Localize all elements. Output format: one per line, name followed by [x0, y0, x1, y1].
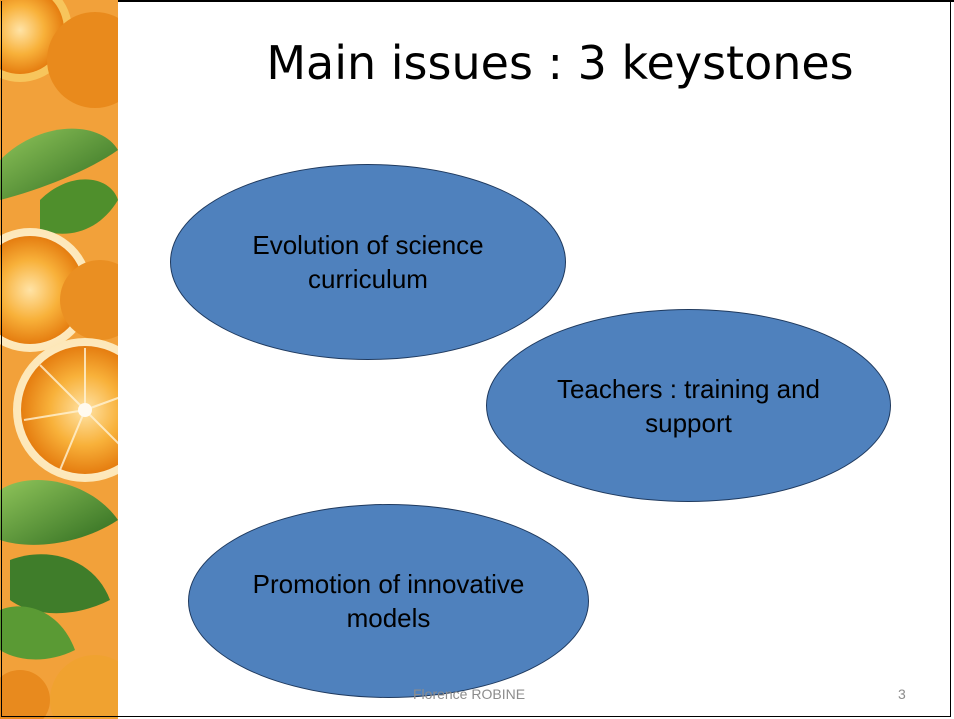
- slide-top-border: [0, 0, 954, 2]
- slide-title: Main issues : 3 keystones: [266, 36, 854, 90]
- slide-number: 3: [898, 686, 906, 702]
- keystone-ellipse-teachers: Teachers : training and support: [486, 309, 891, 502]
- keystone-label-teachers: Teachers : training and support: [556, 373, 821, 438]
- keystone-ellipse-innovation: Promotion of innovative models: [188, 504, 589, 698]
- keystone-label-innovation: Promotion of innovative models: [252, 569, 525, 633]
- keystone-label-curriculum: Evolution of science curriculum: [252, 230, 484, 294]
- oranges-side-picture: [0, 0, 118, 719]
- keystone-ellipse-curriculum: Evolution of science curriculum: [170, 164, 566, 360]
- slide-footer: Florence ROBINE: [413, 686, 526, 702]
